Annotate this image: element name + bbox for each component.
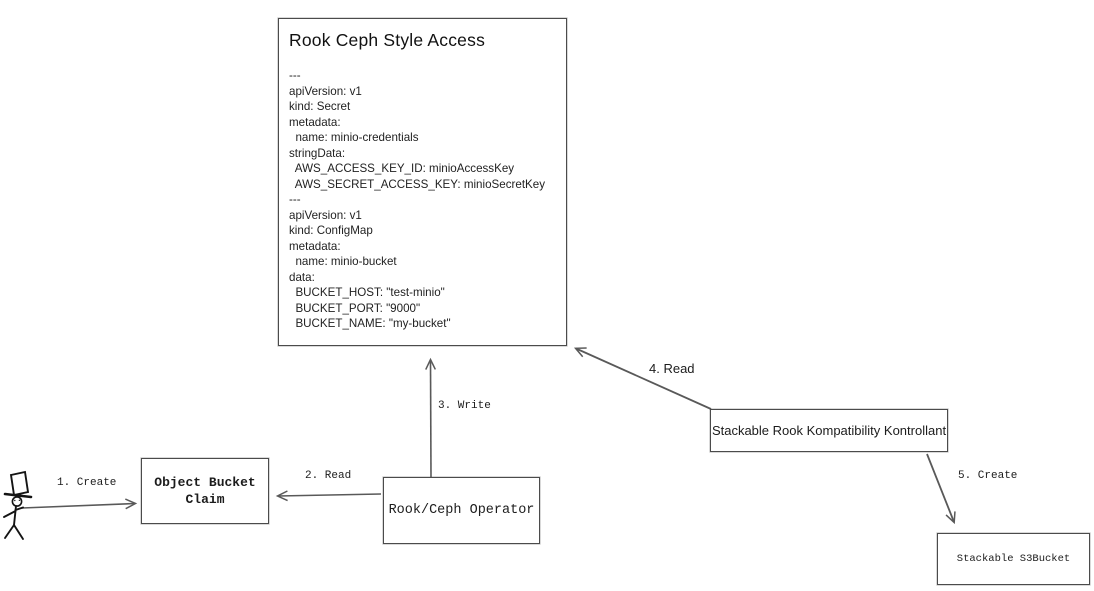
- arrow-operator-reads-obc: [275, 490, 382, 502]
- arrow-operator-writes-access: [425, 357, 437, 478]
- edge-label-read-access: 4. Read: [649, 361, 695, 376]
- user-actor-icon: [3, 470, 33, 540]
- node-rook-ceph-style-access: Rook Ceph Style Access --- apiVersion: v…: [278, 18, 567, 346]
- node-object-bucket-claim: Object Bucket Claim: [141, 458, 269, 524]
- object-bucket-claim-label: Object Bucket Claim: [154, 475, 256, 507]
- stackable-s3bucket-label: Stackable S3Bucket: [956, 553, 1071, 565]
- arrow-user-creates-obc: [21, 498, 138, 510]
- edge-label-create-obc: 1. Create: [57, 477, 117, 489]
- arrow-kontrollant-reads-access: [573, 347, 712, 410]
- node-rook-ceph-operator: Rook/Ceph Operator: [383, 477, 540, 544]
- rook-ceph-operator-label: Rook/Ceph Operator: [388, 503, 535, 518]
- main-box-title: Rook Ceph Style Access: [289, 30, 486, 50]
- arrow-kontrollant-creates-s3bucket: [926, 453, 956, 525]
- yaml-manifest-text: --- apiVersion: v1 kind: Secret metadata…: [289, 69, 546, 330]
- node-stackable-s3bucket: Stackable S3Bucket: [937, 533, 1090, 585]
- edge-label-write-access: 3. Write: [438, 400, 491, 412]
- edge-label-create-s3bucket: 5. Create: [958, 470, 1018, 482]
- node-stackable-rook-kontrollant: Stackable Rook Kompatibility Kontrollant: [710, 409, 948, 452]
- edge-label-read-obc: 2. Read: [305, 470, 352, 482]
- stackable-rook-kontrollant-label: Stackable Rook Kompatibility Kontrollant: [711, 423, 947, 438]
